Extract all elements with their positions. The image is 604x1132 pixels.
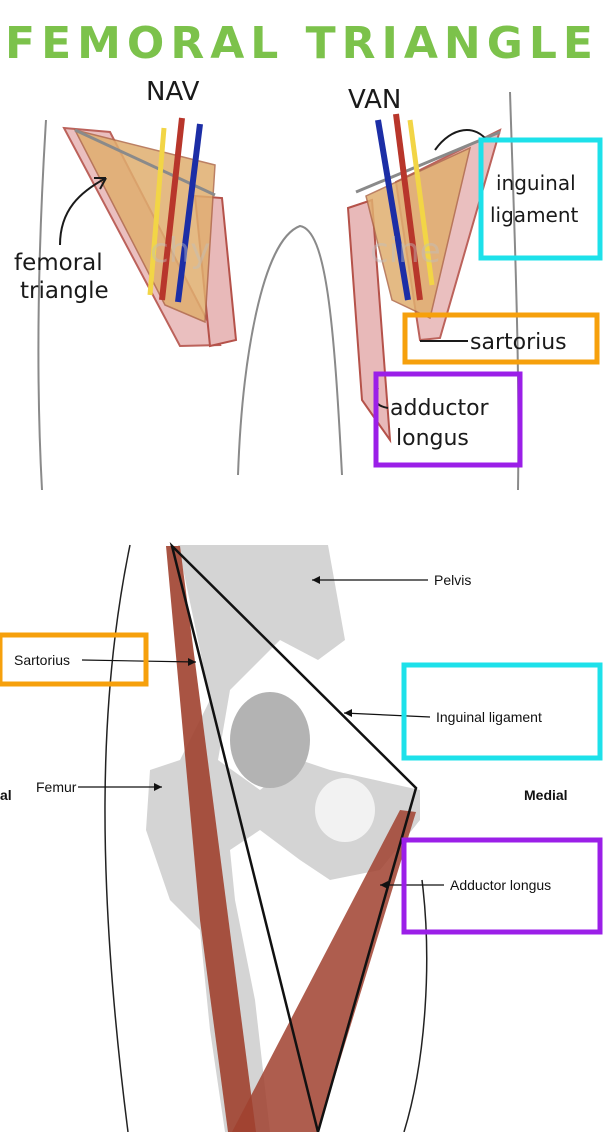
top-illustration: FEMORAL TRIANGLE NAV femoral triangle VA… — [5, 18, 600, 490]
adductor-longus-label: Adductor longus — [450, 877, 551, 893]
watermark-left: chy — [150, 231, 210, 271]
inguinal-ligament-label: Inguinal ligament — [436, 709, 542, 725]
watermark-right: cine — [370, 231, 441, 271]
femur-label: Femur — [36, 779, 77, 795]
medial-thigh-outline — [404, 880, 427, 1132]
sartorius-label-top: sartorius — [470, 330, 567, 355]
left-thigh-outline — [39, 120, 46, 490]
inguinal-ligament-highlight-box — [481, 140, 600, 258]
lateral-label-fragment: al — [0, 787, 12, 803]
bottom-schematic: Pelvis Sartorius Inguinal ligament Femur… — [0, 545, 600, 1132]
inguinal-ligament-arrow — [344, 713, 430, 717]
acetabulum-shadow — [230, 692, 310, 788]
adductor-label-line1: adductor — [390, 396, 490, 421]
inner-thigh-outline — [238, 226, 342, 475]
obturator-foramen — [315, 778, 375, 842]
van-label: VAN — [348, 85, 401, 115]
sartorius-label-bottom: Sartorius — [14, 652, 70, 668]
inguinal-label-line1: inguinal — [496, 171, 576, 195]
femoral-triangle-label-line1: femoral — [14, 250, 103, 276]
inguinal-label-line2: ligament — [490, 203, 579, 227]
adductor-label-line2: longus — [396, 426, 469, 451]
figure-title: FEMORAL TRIANGLE — [5, 18, 599, 69]
femoral-triangle-label-line2: triangle — [20, 278, 109, 304]
nav-label: NAV — [146, 77, 200, 107]
right-thigh-outline — [510, 92, 518, 490]
pelvis-label: Pelvis — [434, 572, 471, 588]
inguinal-ligament-arrowhead — [344, 709, 352, 717]
medial-label: Medial — [524, 787, 568, 803]
